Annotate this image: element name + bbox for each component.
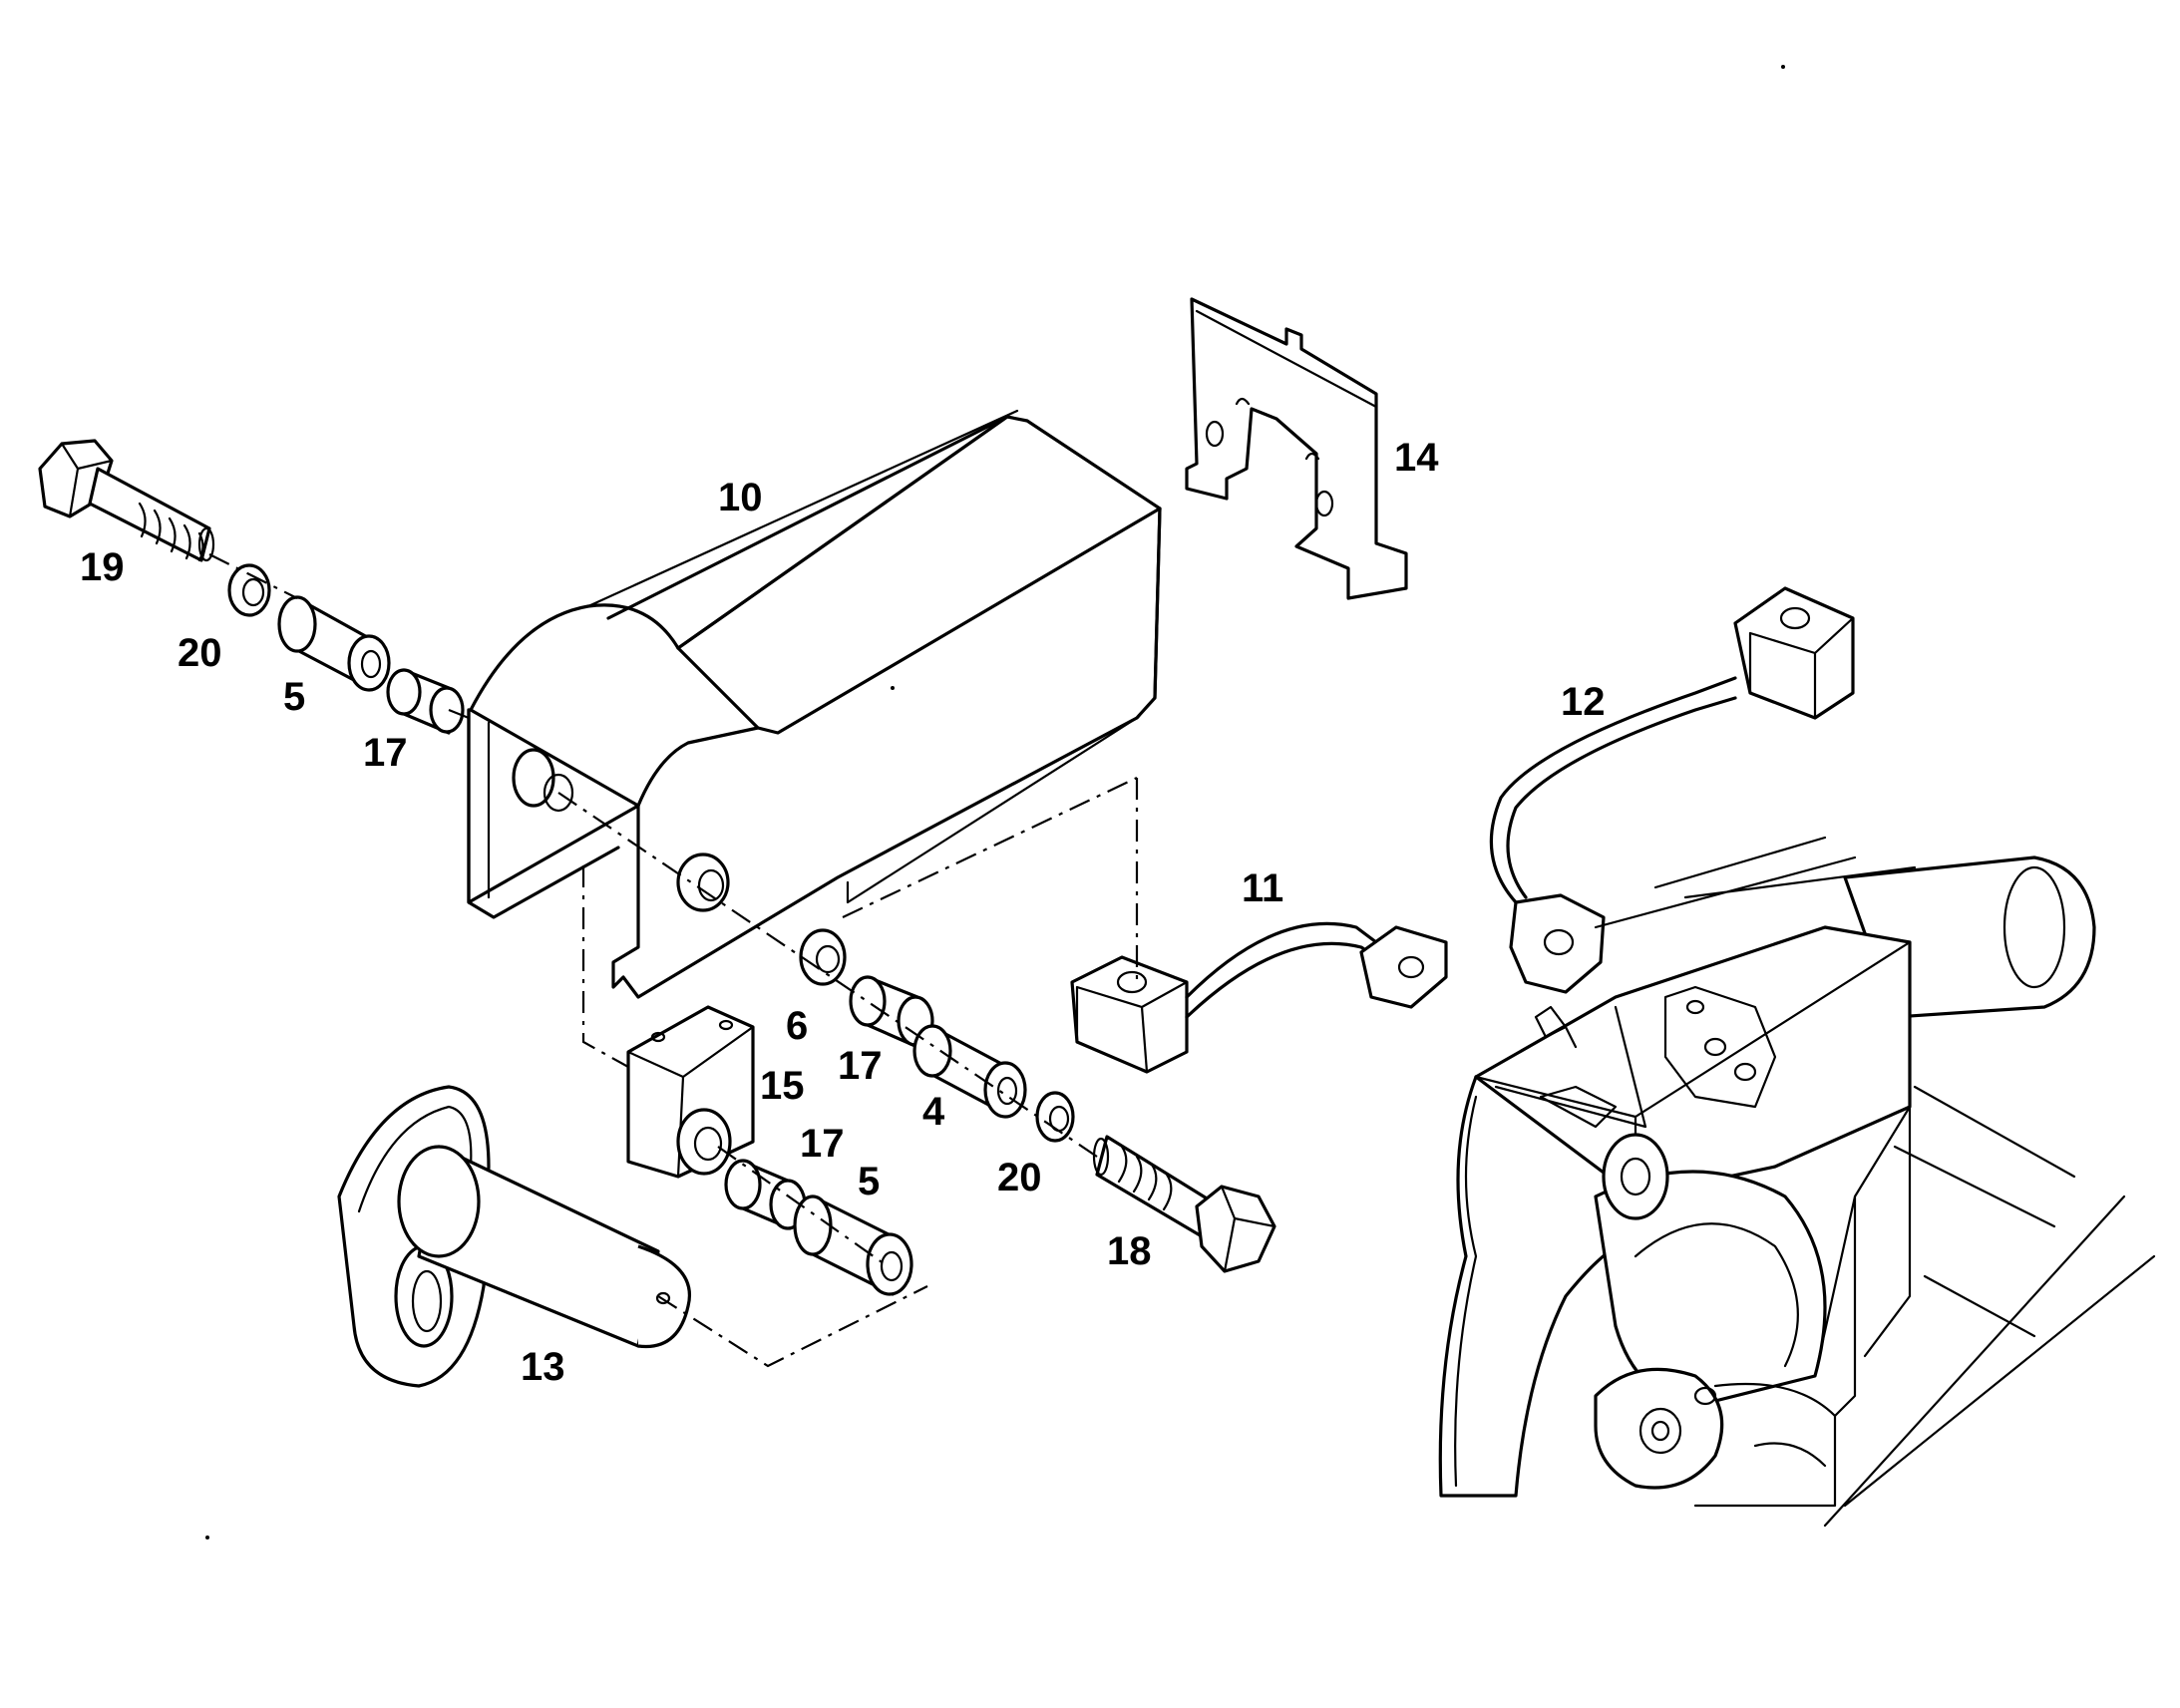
callout-20-right: 20: [997, 1156, 1042, 1199]
part-18-bolt: [1092, 1135, 1276, 1273]
part-11-sensor: [1070, 921, 1448, 1074]
callout-15: 15: [760, 1064, 805, 1108]
callout-14: 14: [1394, 436, 1439, 480]
speck: [1781, 65, 1785, 69]
speck: [205, 1536, 209, 1539]
part-15-block: [626, 1005, 755, 1179]
callout-11: 11: [1242, 866, 1283, 910]
part-20-washer-right: [1035, 1091, 1075, 1143]
part-19-bolt: [38, 439, 215, 562]
callout-19: 19: [80, 545, 125, 589]
callout-20-left: 20: [178, 631, 222, 675]
callout-6: 6: [786, 1004, 808, 1048]
part-20-washer-left: [227, 563, 271, 617]
callout-labels: 19 20 5 17 10 14 12 11 6 17 4 20 18 15 1…: [80, 436, 1606, 1389]
callout-10: 10: [718, 476, 763, 519]
part-14-bracket: [1185, 297, 1408, 600]
part-12-sensor: [1489, 586, 1855, 994]
callout-18: 18: [1107, 1229, 1152, 1273]
callout-5-left: 5: [283, 675, 305, 719]
callout-4: 4: [922, 1090, 945, 1134]
callout-17-left: 17: [363, 731, 408, 775]
part-6-washer: [799, 928, 847, 986]
callout-5-lower: 5: [858, 1160, 880, 1203]
callout-12: 12: [1561, 680, 1606, 724]
part-17-sleeve-left: [386, 668, 465, 735]
machine-assembly: [1438, 836, 2156, 1528]
callout-13: 13: [521, 1345, 565, 1389]
part-17-sleeve-lower: [724, 1159, 807, 1230]
callout-17-lower: 17: [800, 1122, 845, 1166]
part-5-bushing-lower: [793, 1195, 913, 1296]
callout-17-middle: 17: [838, 1044, 883, 1088]
assembly-lines: [208, 553, 1139, 1368]
part-13-pin: [337, 1085, 691, 1388]
part-10-housing: [467, 409, 1162, 999]
